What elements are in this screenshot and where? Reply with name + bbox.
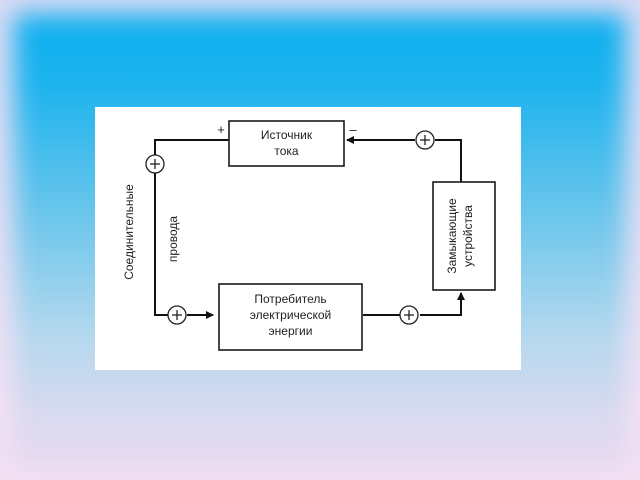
current-source-box <box>228 120 345 167</box>
switching-devices-box <box>432 181 496 291</box>
consumer-label-line2: электрической <box>250 308 331 322</box>
plus-circle-icon <box>167 305 187 325</box>
wires-label-line1: Соединительные <box>122 184 136 280</box>
consumer-label-line3: энергии <box>269 324 313 338</box>
consumer-box <box>218 283 363 351</box>
plus-circle-icon <box>145 154 165 174</box>
plus-circle-icon <box>399 305 419 325</box>
source-label-line1: Источник <box>261 128 313 142</box>
minus-sign: – <box>349 122 357 137</box>
plus-sign: + <box>217 122 225 137</box>
wire-source-to-left <box>154 139 229 316</box>
switch-label-line2: устройства <box>461 205 475 267</box>
diagram-panel: Источник тока Потребитель электрической … <box>95 107 521 370</box>
switch-label-line1: Замыкающие <box>445 198 459 274</box>
plus-circle-icon <box>415 130 435 150</box>
source-label-line2: тока <box>274 144 299 158</box>
wires-label-line2: провода <box>166 216 180 262</box>
wire-plus-to-switch <box>420 292 465 316</box>
consumer-label-line1: Потребитель <box>254 292 326 306</box>
wire-switch-to-top <box>435 139 462 182</box>
circuit-diagram: Источник тока Потребитель электрической … <box>122 120 496 351</box>
